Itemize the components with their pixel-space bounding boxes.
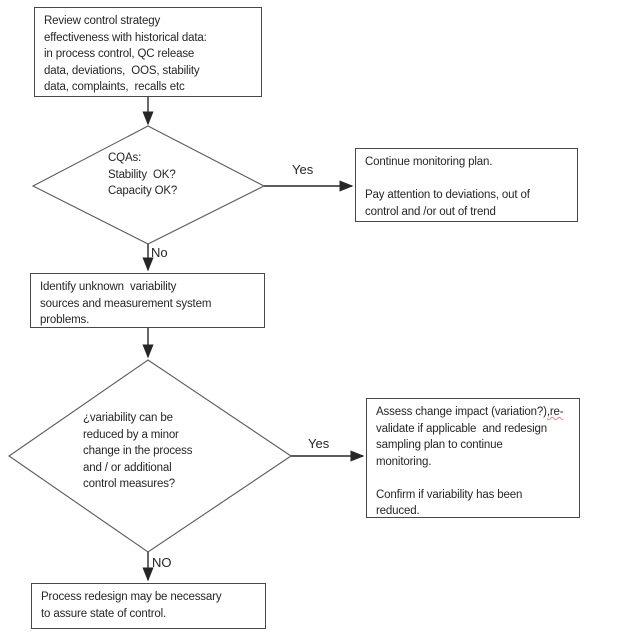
branch-label-yes-2: Yes xyxy=(308,436,330,451)
branch-label-no-1: No xyxy=(151,245,168,260)
decision-text-cqas: CQAs: Stability OK? Capacity OK? xyxy=(108,152,178,197)
decision-text-variability: ¿variability can be reduced by a minor c… xyxy=(83,412,193,490)
branch-label-no-2: NO xyxy=(152,555,172,570)
box-text: Identify unknown variability sources and… xyxy=(40,281,212,326)
process-box-identify-variability: Identify unknown variability sources and… xyxy=(30,273,265,328)
box-text: Process redesign may be necessary to ass… xyxy=(41,591,222,620)
branch-label-yes-1: Yes xyxy=(292,162,314,177)
box-text-segment: Assess change impact (variation?) xyxy=(376,406,547,418)
box-text: Review control strategy effectiveness wi… xyxy=(44,15,207,93)
box-text: Assess change impact (variation?),re- va… xyxy=(367,399,579,525)
process-box-process-redesign: Process redesign may be necessary to ass… xyxy=(31,583,266,629)
process-box-continue-monitoring: Continue monitoring plan. Pay attention … xyxy=(355,148,578,222)
process-box-review-control-strategy: Review control strategy effectiveness wi… xyxy=(34,7,262,97)
spellcheck-flagged-text: ,re- xyxy=(546,406,564,418)
box-text-segment: validate if applicable and redesign samp… xyxy=(376,422,548,518)
process-box-assess-change: Assess change impact (variation?),re- va… xyxy=(366,398,580,518)
box-text: Continue monitoring plan. Pay attention … xyxy=(365,156,530,218)
